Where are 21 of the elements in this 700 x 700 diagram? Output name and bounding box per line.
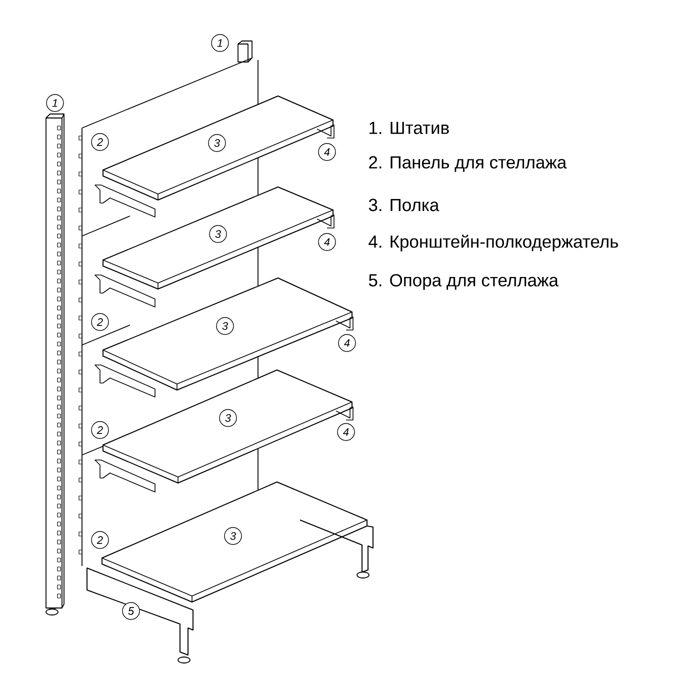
callout-number: 3 xyxy=(224,527,242,545)
callout-number: 2 xyxy=(91,133,109,151)
list-item: 3. Полка xyxy=(368,198,440,212)
callout-number: 3 xyxy=(209,225,227,243)
callout-number: 4 xyxy=(338,334,356,352)
list-item: 1. Штатив xyxy=(370,122,449,134)
callout-number: 2 xyxy=(91,421,109,439)
callout-number: 2 xyxy=(91,313,109,331)
callout-number: 4 xyxy=(318,143,336,161)
callout-number: 4 xyxy=(337,423,355,441)
callout-number: 3 xyxy=(208,134,226,152)
callout-number: 2 xyxy=(91,531,109,549)
list-item: 2. Панель для стеллажа xyxy=(369,156,567,172)
callout-number: 5 xyxy=(122,602,140,620)
list-item: 4. Кронштейн-полкодержатель xyxy=(368,234,618,252)
callout-number: 3 xyxy=(219,409,237,427)
callout-number: 1 xyxy=(211,34,229,52)
callout-number: 3 xyxy=(216,317,234,335)
callout-number: 4 xyxy=(318,233,336,251)
list-item: 5. Опора для стеллажа xyxy=(368,274,558,290)
callout-number: 1 xyxy=(46,94,64,112)
